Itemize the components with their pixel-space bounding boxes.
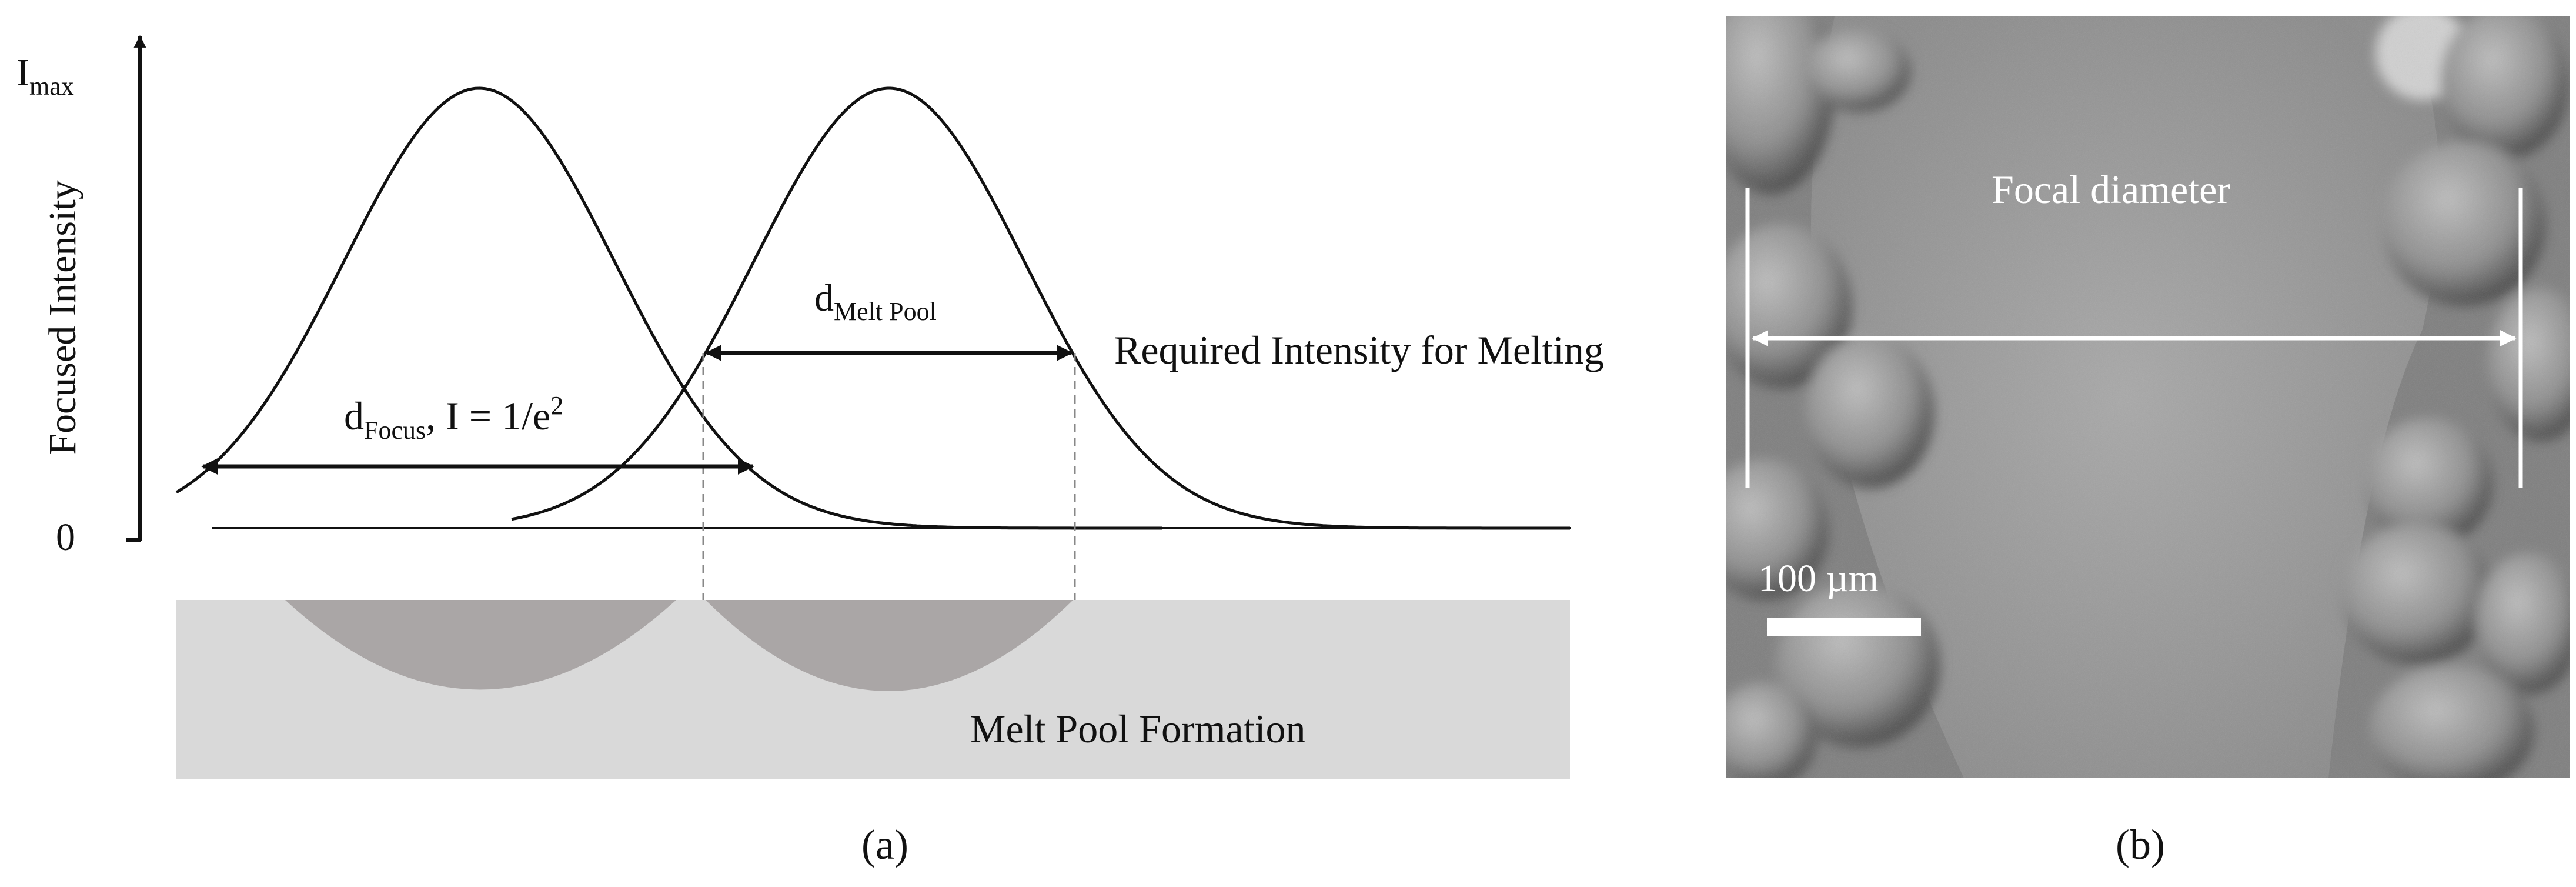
- scale-bar-label: 100 µm: [1758, 557, 1879, 600]
- melt-pool-left: [285, 600, 676, 690]
- y-zero-label: 0: [56, 516, 75, 559]
- caption-a: (a): [861, 821, 908, 868]
- melt-pool-right: [706, 600, 1073, 691]
- gaussian-curve-left: [175, 86, 1162, 530]
- melt-pool-label: Melt Pool Formation: [970, 706, 1305, 751]
- panel-b: Focal diameter 100 µm (b): [1726, 16, 2570, 868]
- required-intensity-label: Required Intensity for Melting: [1114, 328, 1604, 372]
- focal-diameter-label: Focal diameter: [1992, 167, 2230, 212]
- panel-a: Imax 0 Focused Intensity dMelt Pool Requ…: [16, 35, 1604, 868]
- y-axis-label: Focused Intensity: [41, 180, 84, 455]
- scale-bar: [1767, 618, 1921, 636]
- sem-image: [1726, 16, 2570, 778]
- gaussian-curve-right: [511, 86, 1570, 530]
- caption-b: (b): [2116, 821, 2165, 868]
- d-melt-pool-label: dMelt Pool: [814, 276, 937, 326]
- d-focus-label: dFocus, I = 1/e2: [344, 391, 563, 445]
- y-max-label: Imax: [16, 51, 74, 101]
